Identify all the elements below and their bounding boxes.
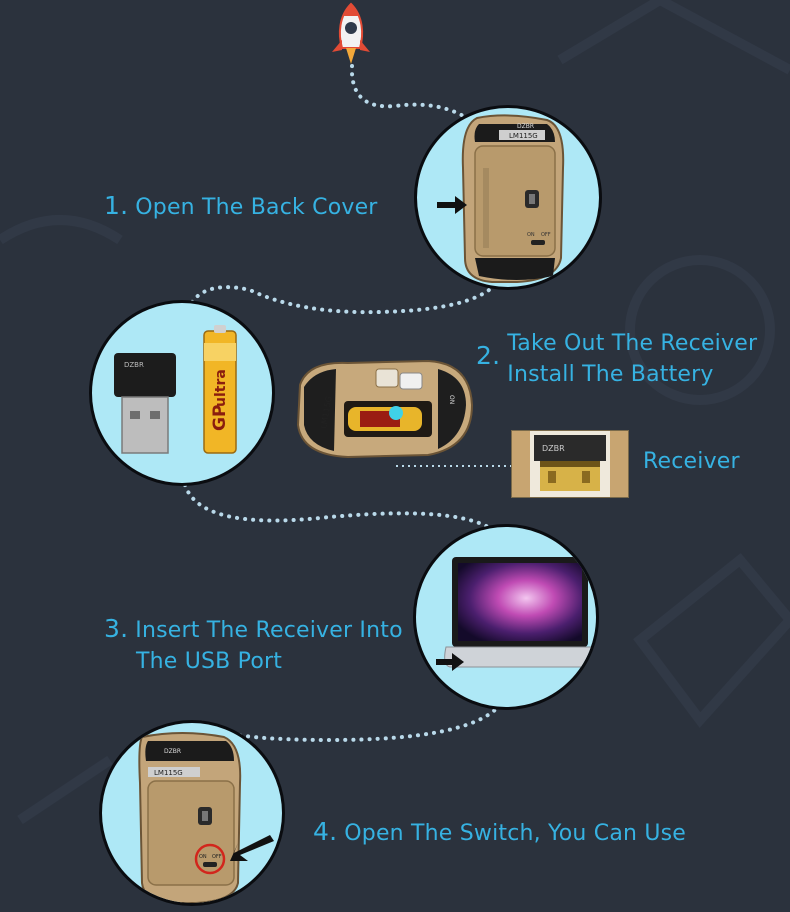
step4-number: 4. bbox=[313, 817, 338, 846]
step3-line2: The USB Port bbox=[136, 649, 283, 674]
step3-line1: Insert The Receiver Into bbox=[135, 618, 403, 643]
step4-off-label: OFF bbox=[212, 854, 222, 860]
step4-brand-text: DZBR bbox=[164, 748, 181, 755]
arrow-icon bbox=[230, 835, 274, 861]
step4-text: 4.Open The Switch, You Can Use bbox=[313, 816, 686, 849]
step2-line1: Take Out The Receiver bbox=[507, 331, 758, 356]
step4-model-text: LM115G bbox=[154, 769, 183, 777]
step3-number: 3. bbox=[104, 614, 129, 643]
step4-line1: Open The Switch, You Can Use bbox=[344, 821, 687, 846]
model-label-plate bbox=[499, 130, 545, 140]
rocket-icon bbox=[332, 2, 370, 64]
step2-number: 2. bbox=[476, 341, 501, 370]
switch-highlight-circle bbox=[194, 843, 226, 875]
off-label: OFF bbox=[541, 232, 551, 238]
step3-text: 3.Insert The Receiver Into The USB Port bbox=[104, 613, 403, 677]
step2-text: 2. Take Out The Receiver Install The Bat… bbox=[476, 328, 757, 390]
step1-number: 1. bbox=[104, 191, 129, 220]
on-label: ON bbox=[527, 232, 535, 238]
model-text: LM115G bbox=[509, 132, 538, 140]
step1-text: 1.Open The Back Cover bbox=[104, 190, 378, 223]
brand-text: DZBR bbox=[517, 123, 534, 130]
receiver-photo-brand: DZBR bbox=[542, 444, 565, 453]
battery-brand-text: GP bbox=[210, 405, 230, 431]
open-mouse-on-label: ON bbox=[448, 395, 455, 404]
receiver-label: Receiver bbox=[643, 449, 740, 474]
step1-image-circle: LM115G DZBR ON OFF bbox=[414, 105, 602, 290]
receiver-photo: DZBR bbox=[511, 430, 629, 498]
step4-image-circle: LM115G DZBR ON OFF bbox=[99, 720, 285, 906]
step2-line2: Install The Battery bbox=[507, 362, 714, 387]
step2-image-circle: DZBR GP ultra bbox=[89, 300, 275, 486]
battery-name-text: ultra bbox=[213, 369, 229, 407]
open-mouse-illustration: LM115G ON bbox=[296, 359, 474, 459]
arrow-icon bbox=[436, 653, 464, 671]
receiver-brand-text: DZBR bbox=[124, 361, 144, 369]
arrow-icon bbox=[437, 196, 467, 214]
step3-image-circle bbox=[413, 524, 599, 710]
step1-line1: Open The Back Cover bbox=[135, 195, 378, 220]
step4-on-label: ON bbox=[199, 854, 207, 860]
receiver-illustration bbox=[114, 353, 176, 397]
